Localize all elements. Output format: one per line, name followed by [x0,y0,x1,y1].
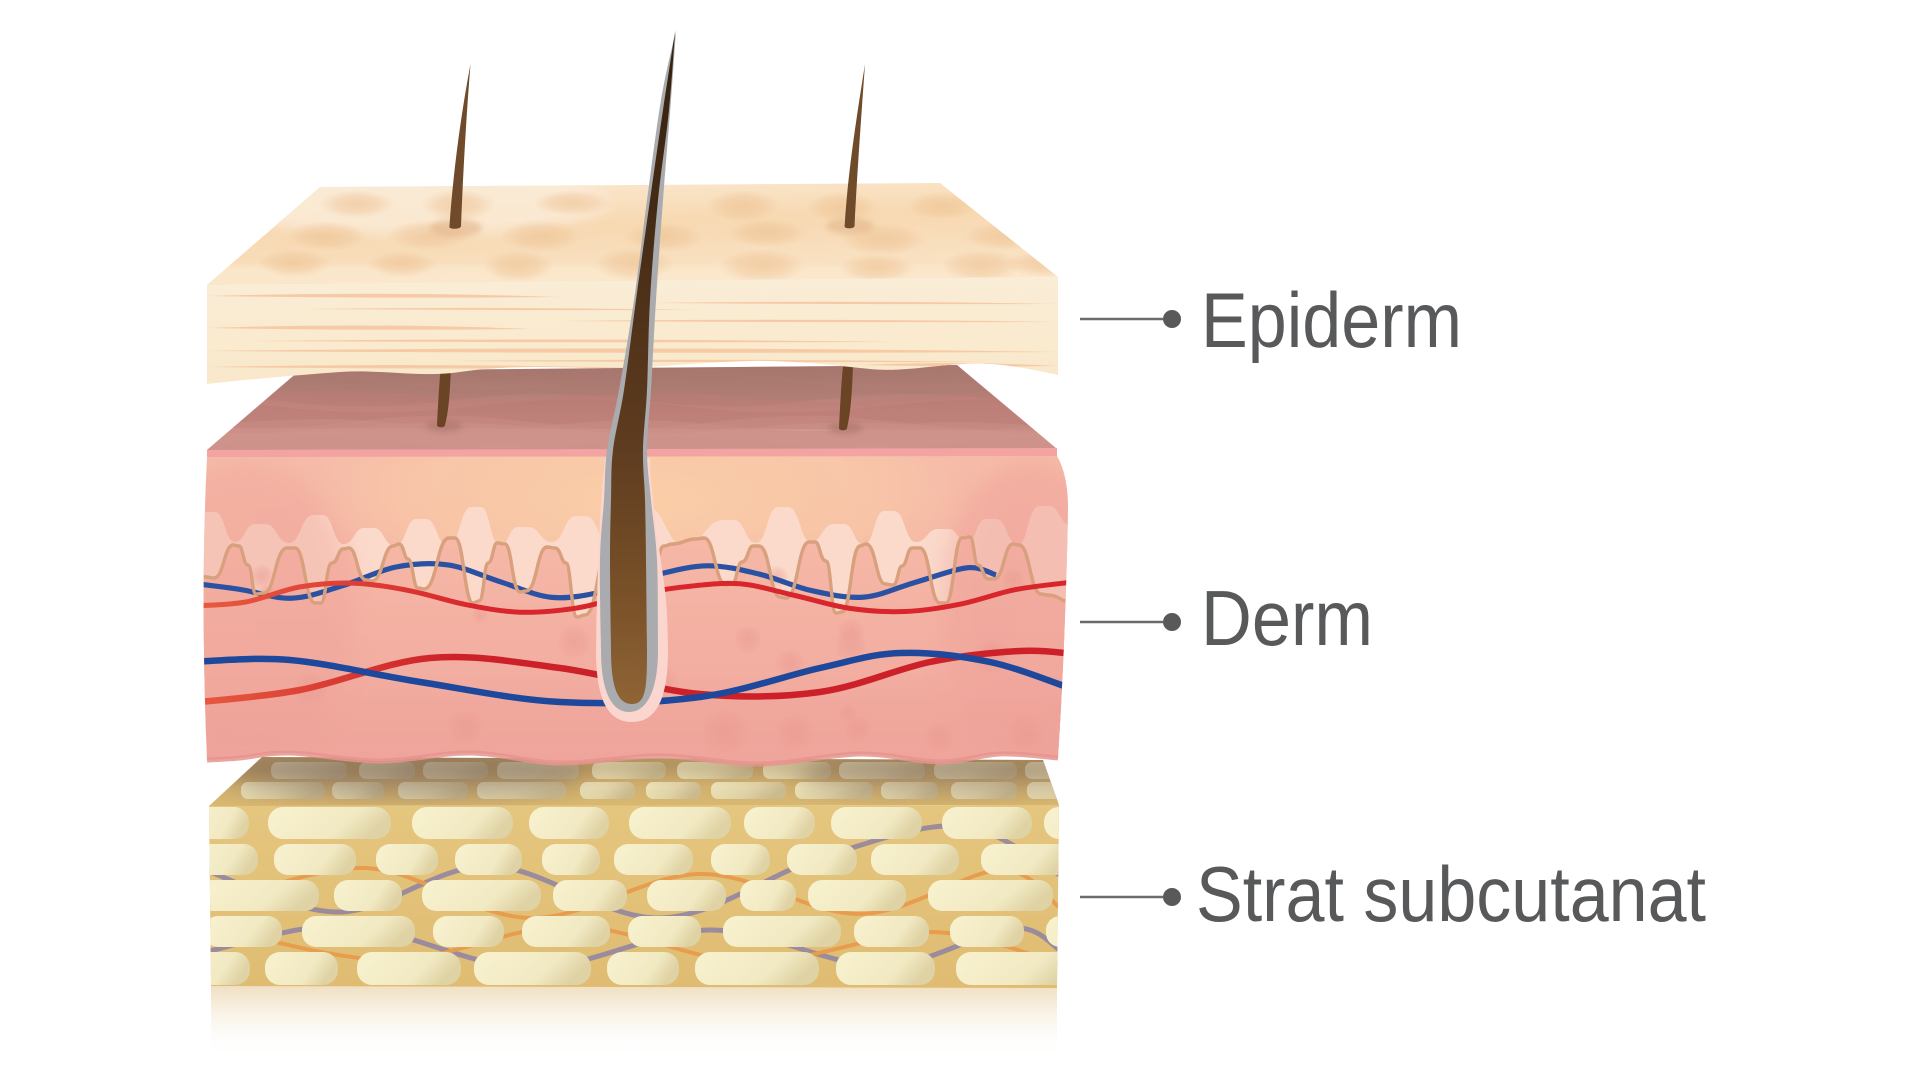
svg-text:Epiderm: Epiderm [1201,276,1462,364]
svg-text:Derm: Derm [1201,574,1373,662]
svg-text:Strat subcutanat: Strat subcutanat [1196,850,1706,938]
